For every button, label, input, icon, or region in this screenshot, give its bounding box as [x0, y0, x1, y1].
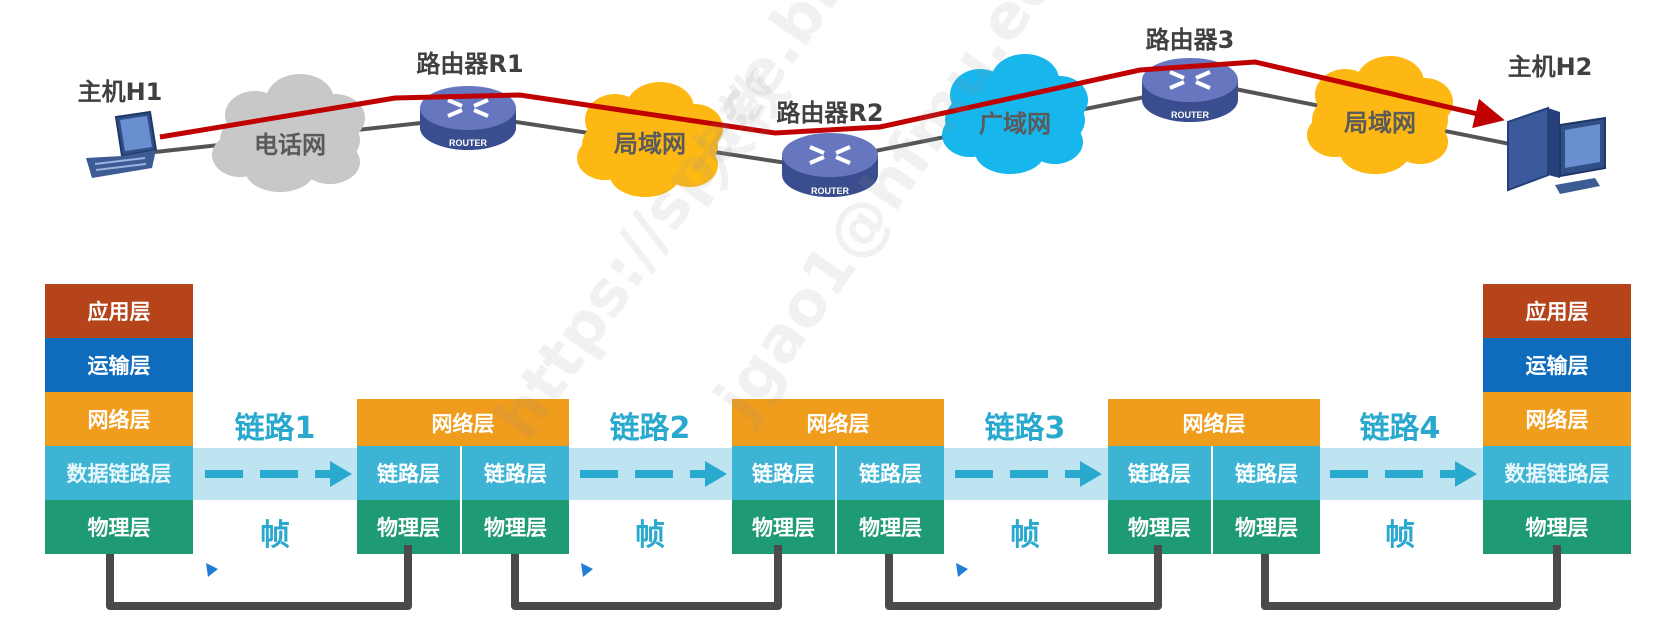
h2-application-layer: 应用层	[1483, 284, 1631, 338]
desktop-computer-icon	[1507, 106, 1606, 194]
h2-datalink-layer: 数据链路层	[1483, 446, 1631, 500]
link-label-2: 链路2	[609, 411, 691, 446]
cloud-label-wan: 广域网	[979, 110, 1051, 138]
router-badge: ROUTER	[1171, 110, 1210, 120]
host2-label: 主机H2	[1507, 53, 1593, 81]
r2-datalink-layer-left: 链路层	[732, 446, 837, 500]
frame-label-2: 帧	[635, 518, 665, 553]
router3-label: 路由器3	[1145, 26, 1235, 54]
r3-physical-layer-right: 物理层	[1213, 500, 1320, 554]
router-badge: ROUTER	[811, 186, 850, 196]
cloud-label-lan1: 局域网	[614, 130, 686, 158]
router-icon: ROUTER	[1142, 58, 1238, 122]
r1-physical-layer-right: 物理层	[462, 500, 569, 554]
h2-transport-layer: 运输层	[1483, 338, 1631, 392]
h1-application-layer: 应用层	[45, 284, 193, 338]
router1-label: 路由器R1	[416, 50, 524, 78]
h1-physical-layer: 物理层	[45, 500, 193, 554]
r3-network-layer: 网络层	[1108, 399, 1320, 446]
dashed-arrow-icon	[1330, 461, 1477, 487]
r1-network-layer: 网络层	[357, 399, 569, 446]
path-arrow	[159, 59, 1505, 140]
dashed-arrow-icon	[955, 461, 1102, 487]
physical-cable	[106, 545, 1561, 610]
cloud-label-lan2: 局域网	[1344, 109, 1416, 137]
laptop-icon	[86, 110, 158, 178]
frame-label-1: 帧	[260, 518, 290, 553]
dashed-arrow-icon	[205, 461, 352, 487]
r1-datalink-layer-left: 链路层	[357, 446, 462, 500]
cloud-icon	[577, 82, 723, 197]
link-label-3: 链路3	[984, 411, 1066, 446]
r1-datalink-layer-right: 链路层	[462, 446, 569, 500]
r2-datalink-layer-right: 链路层	[837, 446, 944, 500]
router-badge: ROUTER	[449, 138, 488, 148]
h1-network-layer: 网络层	[45, 392, 193, 446]
router-icon: ROUTER	[782, 133, 878, 197]
host1-label: 主机H1	[77, 78, 163, 106]
r2-physical-layer-left: 物理层	[732, 500, 837, 554]
frame-label-3: 帧	[1010, 518, 1040, 553]
r2-physical-layer-right: 物理层	[837, 500, 944, 554]
frame-label-4: 帧	[1385, 518, 1415, 553]
h2-network-layer: 网络层	[1483, 392, 1631, 446]
r3-datalink-layer-right: 链路层	[1213, 446, 1320, 500]
cloud-label-phone: 电话网	[254, 131, 326, 159]
r3-datalink-layer-left: 链路层	[1108, 446, 1213, 500]
router2-label: 路由器R2	[776, 99, 884, 127]
link-label-4: 链路4	[1359, 411, 1441, 446]
dashed-arrow-icon	[580, 461, 727, 487]
network-topology: ROUTER ROUTER ROUTER	[86, 54, 1606, 197]
link-label-1: 链路1	[234, 411, 316, 446]
h1-datalink-layer: 数据链路层	[45, 446, 193, 500]
r2-network-layer: 网络层	[732, 399, 944, 446]
h1-transport-layer: 运输层	[45, 338, 193, 392]
